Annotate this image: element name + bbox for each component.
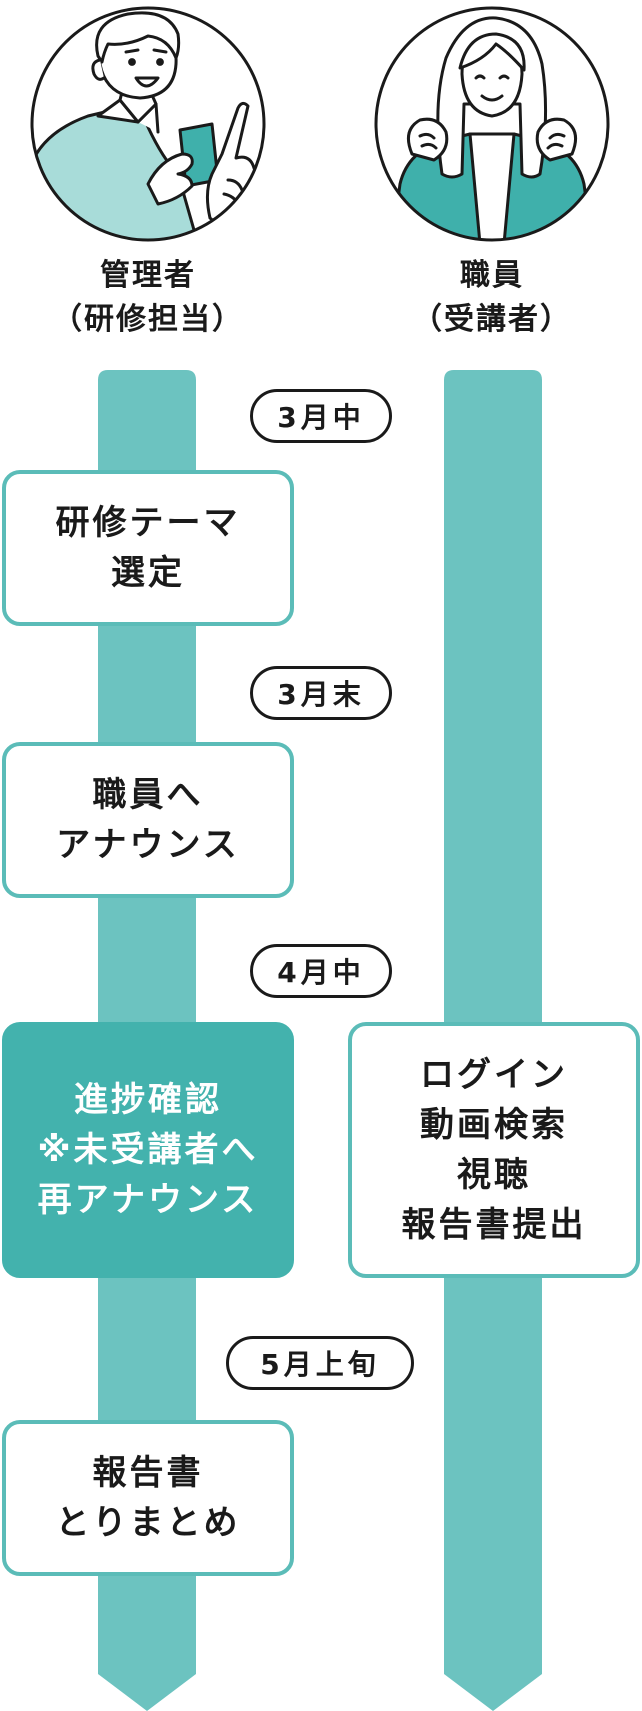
milestone-april-mid: 4月中 xyxy=(250,944,392,998)
milestone-march-mid: 3月中 xyxy=(250,389,392,443)
step-compile-reports: 報告書 とりまとめ xyxy=(2,1420,294,1576)
step-announce-staff: 職員へ アナウンス xyxy=(2,742,294,898)
milestone-march-end: 3月末 xyxy=(250,666,392,720)
actor-label-staff: 職員 （受講者） xyxy=(412,258,572,337)
actor-label-admin: 管理者 （研修担当） xyxy=(52,258,244,337)
step-select-topic: 研修テーマ 選定 xyxy=(2,470,294,626)
step-progress-check: 進捗確認 ※未受講者へ 再アナウンス xyxy=(2,1022,294,1278)
milestone-may-early: 5月上旬 xyxy=(226,1336,414,1390)
man-with-phone-pointing-icon xyxy=(30,6,266,242)
step-staff-training: ログイン 動画検索 視聴 報告書提出 xyxy=(348,1022,640,1278)
woman-cheering-icon xyxy=(374,6,610,242)
